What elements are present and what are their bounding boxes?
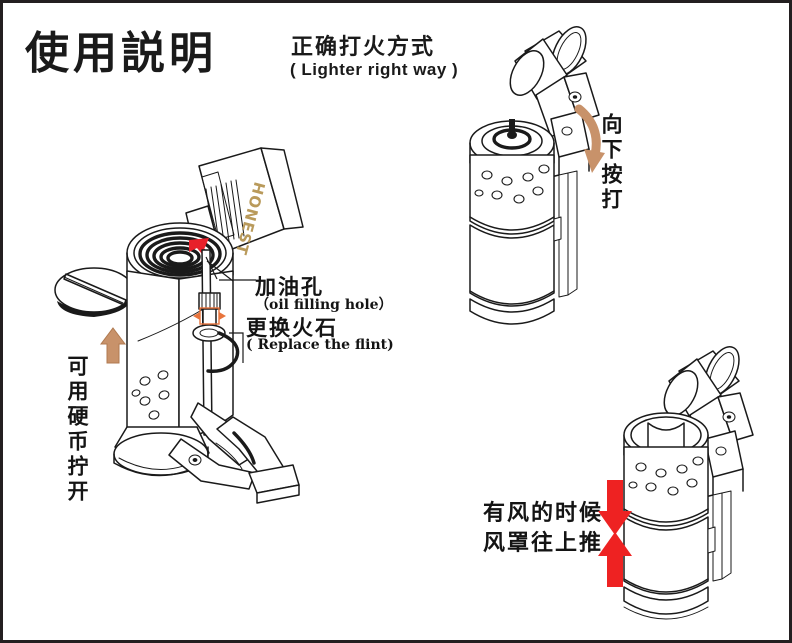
sleeve-vent-holes <box>474 164 550 204</box>
flipped-cap <box>509 26 600 180</box>
windshield-perforated-section <box>623 446 709 531</box>
lighter-cap-open-figure <box>469 26 600 325</box>
lower-body-tube <box>469 224 555 325</box>
body-vent-holes <box>131 370 170 420</box>
lighter-lever-mechanism <box>168 402 300 504</box>
coin-slot-cap-figure <box>54 267 134 317</box>
instruction-wind-note: 有风的时候 风罩往上推 <box>483 501 604 556</box>
windshield-vent-holes <box>628 456 704 496</box>
coin-up-arrow <box>100 327 126 364</box>
press-down-curved-arrow <box>574 104 605 173</box>
lower-body-tube-2 <box>623 516 709 620</box>
exploded-lighter-figure: HONEST <box>113 147 304 504</box>
callout-flint-en: ( Replace the flint) <box>246 337 394 353</box>
side-lever-strip-2 <box>707 490 732 582</box>
inner-burner-assembly <box>192 249 240 436</box>
windshield-down-arrow <box>598 480 632 535</box>
upper-perforated-sleeve <box>469 154 555 239</box>
section-title-en: ( Lighter right way ) <box>290 60 459 79</box>
instruction-press-down: 向下按打 <box>599 113 623 213</box>
callout-leader-lines <box>205 256 256 363</box>
callout-oil-hole-cn: 加油孔 <box>255 275 324 299</box>
callout-oil-hole-en: （oil filling hole） <box>255 297 393 313</box>
oil-hole-pointer-icon <box>189 238 209 254</box>
flint-highlight-marker <box>193 307 226 325</box>
lighter-windshield-extended-figure <box>623 346 754 620</box>
callout-flint-cn: 更换火石 <box>246 316 338 340</box>
windshield-up-arrow <box>598 532 632 587</box>
page-title: 使用説明 <box>25 28 217 79</box>
section-title-cn: 正确打火方式 <box>291 35 436 60</box>
illustration-layer: HONEST <box>54 26 754 620</box>
instruction-coin-note: 可用硬币拧开 <box>65 355 89 505</box>
burner-top <box>469 119 555 177</box>
side-lever-strip <box>553 170 578 298</box>
